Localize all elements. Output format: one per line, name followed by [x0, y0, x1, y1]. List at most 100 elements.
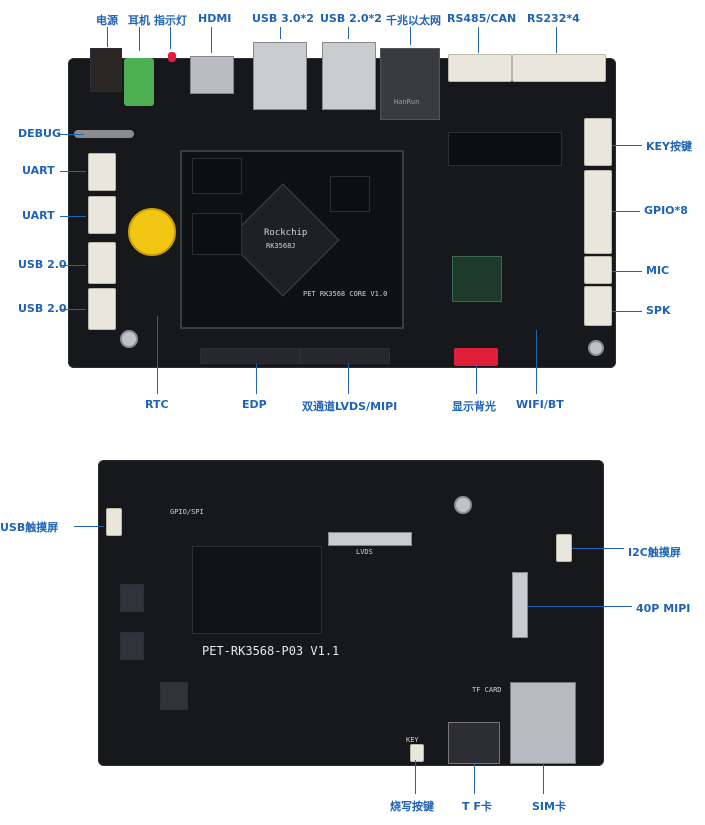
usb2-connector-1 — [88, 242, 116, 284]
soc-part-text: RK3568J — [266, 242, 296, 250]
rs485-connector — [448, 54, 512, 82]
leader-line — [415, 760, 416, 794]
leader-line — [256, 364, 257, 394]
label-sim-card: SIM卡 — [532, 800, 566, 813]
label-ethernet: 千兆以太网 — [386, 14, 441, 27]
leader-line — [280, 27, 281, 39]
leader-line — [60, 309, 86, 310]
leader-line — [612, 145, 642, 146]
label-rs232: RS232*4 — [527, 12, 580, 25]
label-uart-2: UART — [22, 209, 55, 222]
label-wifi-bt: WIFI/BT — [516, 398, 564, 411]
label-usb3: USB 3.0*2 — [252, 12, 314, 25]
leader-line — [572, 548, 624, 549]
label-gpio: GPIO*8 — [644, 204, 688, 217]
gpio-spi-silk: GPIO/SPI — [170, 508, 204, 516]
usb2-port-top — [322, 42, 376, 110]
label-i2c-touch: I2C触摸屏 — [628, 546, 681, 559]
label-debug: DEBUG — [18, 127, 61, 140]
rs232-connector — [512, 54, 606, 82]
debug-rod — [74, 130, 134, 138]
shield-area — [192, 546, 322, 634]
label-key: KEY按键 — [646, 140, 693, 153]
label-usb2-left-1: USB 2.0 — [18, 258, 67, 271]
leader-line — [60, 216, 86, 217]
leader-line — [107, 27, 108, 47]
leader-line — [556, 27, 557, 53]
mount-hole — [120, 330, 138, 348]
label-indicator: 指示灯 — [154, 14, 187, 27]
leader-line — [211, 27, 212, 53]
bottom-board-photo: LVDS GPIO/SPI PET-RK3568-P03 V1.1 TF CAR… — [98, 460, 604, 766]
eth-vendor-text: HanRun — [394, 98, 420, 106]
leader-line — [528, 606, 632, 607]
key-silk: KEY — [406, 736, 419, 744]
usb-touch-connector — [106, 508, 122, 536]
leader-line — [348, 27, 349, 39]
label-usb2-left-2: USB 2.0 — [18, 302, 67, 315]
label-tf-card: T F卡 — [462, 800, 492, 813]
terminal-block — [124, 58, 154, 106]
leader-line — [157, 316, 158, 394]
power-jack — [90, 48, 122, 92]
leader-line — [60, 171, 86, 172]
top-board-photo: Rockchip RK3568J PET RK3568 CORE V1.0 Ha… — [68, 42, 616, 368]
rtc-battery — [128, 208, 176, 256]
inductor — [120, 632, 144, 660]
label-burn-key: 烧写按键 — [390, 800, 434, 813]
gpio-connector — [584, 170, 612, 254]
label-usb2-top: USB 2.0*2 — [320, 12, 382, 25]
uart-connector-1 — [88, 153, 116, 191]
label-mipi40: 40P MIPI — [636, 602, 691, 615]
label-mic: MIC — [646, 264, 670, 277]
lvds-silk: LVDS — [356, 548, 373, 556]
leader-line — [139, 27, 140, 51]
spk-connector — [584, 286, 612, 326]
lvds-header — [300, 348, 390, 364]
ram-chip-2 — [192, 213, 242, 255]
leader-line — [478, 27, 479, 53]
ram-chip-1 — [192, 158, 242, 194]
edp-header — [200, 348, 300, 364]
burn-key-button — [410, 744, 424, 762]
leader-line — [476, 366, 477, 394]
mount-hole — [588, 340, 604, 356]
leader-line — [348, 364, 349, 394]
label-uart-1: UART — [22, 164, 55, 177]
core-board-text: PET RK3568 CORE V1.0 — [303, 290, 388, 298]
leader-line — [474, 764, 475, 794]
emmc-chip — [330, 176, 370, 212]
inductor — [120, 584, 144, 612]
leader-line — [612, 311, 642, 312]
mic-connector — [584, 256, 612, 284]
usb2-connector-2 — [88, 288, 116, 330]
label-rs485-can: RS485/CAN — [447, 12, 517, 25]
indicator-led — [168, 52, 176, 62]
leader-line — [536, 330, 537, 394]
m2-slot — [448, 132, 562, 166]
board-name-silk: PET-RK3568-P03 V1.1 — [202, 644, 340, 658]
label-earphone: 耳机 — [128, 14, 150, 27]
i2c-touch-connector — [556, 534, 572, 562]
hdmi-port — [190, 56, 234, 94]
label-spk: SPK — [646, 304, 671, 317]
backlight-header — [454, 348, 498, 366]
label-edp: EDP — [242, 398, 267, 411]
key-connector — [584, 118, 612, 166]
mount-hole — [454, 496, 472, 514]
ethernet-port — [380, 48, 440, 120]
leader-line — [74, 526, 104, 527]
leader-line — [60, 265, 86, 266]
wifi-module — [452, 256, 502, 302]
leader-line — [543, 764, 544, 794]
soc-brand-text: Rockchip — [264, 228, 308, 238]
tf-card-silk: TF CARD — [472, 686, 502, 694]
uart-connector-2 — [88, 196, 116, 234]
label-lvds-mipi: 双通道LVDS/MIPI — [302, 400, 398, 413]
label-power: 电源 — [96, 14, 118, 27]
leader-line — [410, 27, 411, 45]
sim-card-slot — [510, 682, 576, 764]
usb3-port — [253, 42, 307, 110]
leader-line — [170, 27, 171, 49]
mipi-fpc — [512, 572, 528, 638]
